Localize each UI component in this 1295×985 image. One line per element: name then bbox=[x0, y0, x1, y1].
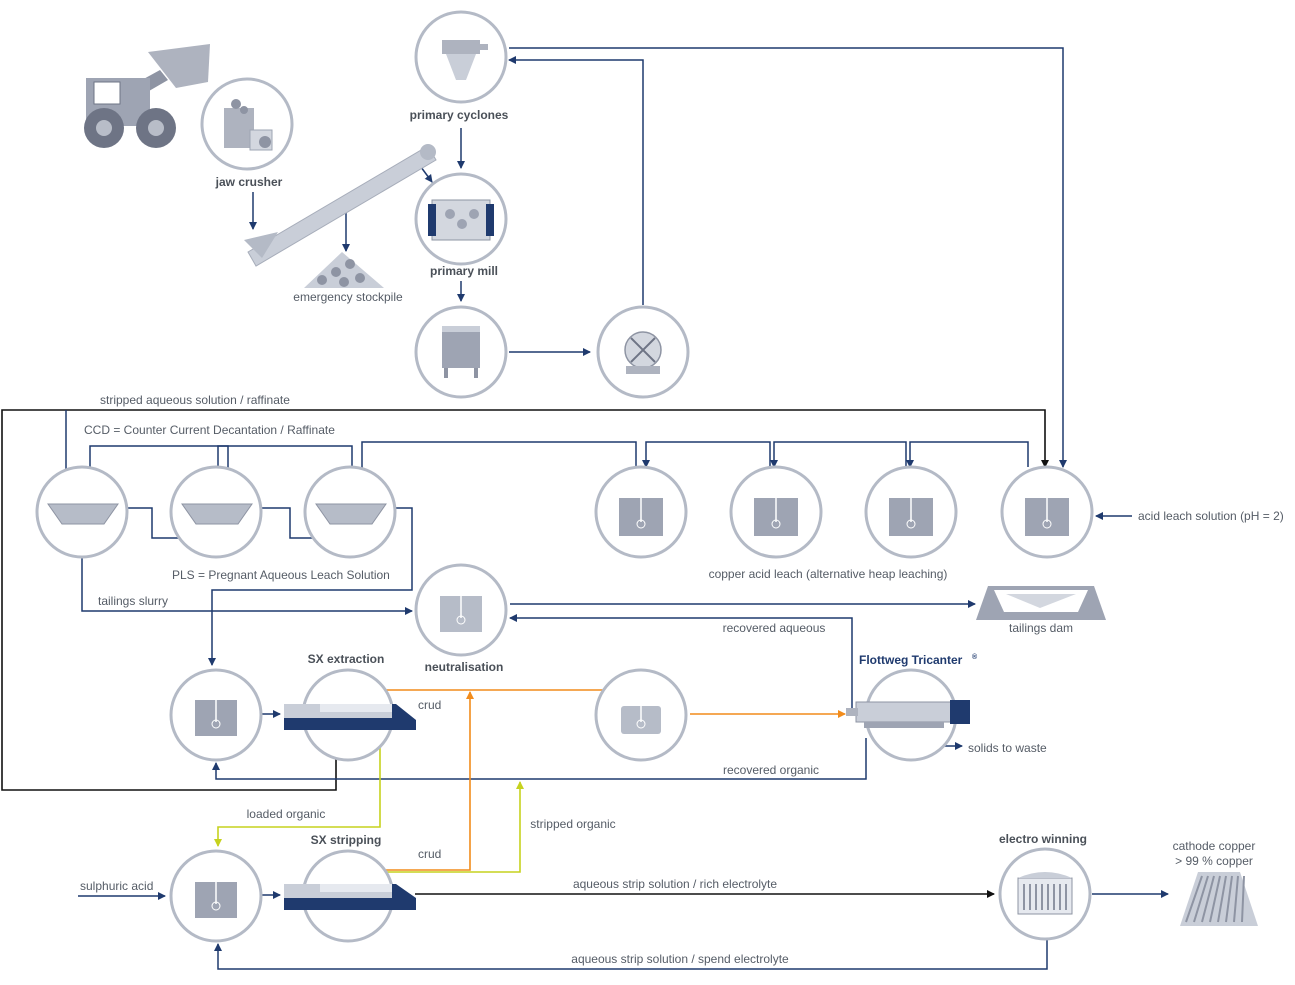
flow-pump-to-cyclone bbox=[508, 56, 644, 305]
flow-pls-to-sx-feed bbox=[208, 507, 413, 666]
agitated-tank-icon bbox=[195, 692, 237, 736]
registered-mark: ® bbox=[972, 653, 978, 661]
pump-node bbox=[596, 305, 690, 399]
wheel-loader-icon bbox=[84, 44, 210, 148]
decanter-centrifuge-icon bbox=[846, 700, 970, 728]
flow-raffinate-loop bbox=[1, 409, 1049, 791]
flow-leach-2-to-1 bbox=[642, 441, 771, 468]
thickener-tank-icon bbox=[47, 503, 119, 525]
copper-acid-leach-label: copper acid leach (alternative heap leac… bbox=[709, 567, 948, 581]
primary-cyclones-label: primary cyclones bbox=[410, 108, 509, 122]
emergency-stockpile-label: emergency stockpile bbox=[293, 290, 403, 304]
flow-recovered-aqueous bbox=[509, 614, 853, 708]
leach-tank-4 bbox=[1000, 465, 1094, 559]
flow-loaded-organic bbox=[214, 714, 381, 847]
sx-stripping-label: SX stripping bbox=[311, 833, 382, 847]
leach-tank-3 bbox=[864, 465, 958, 559]
tricanter-node bbox=[846, 668, 970, 762]
leach-tank-1 bbox=[594, 465, 688, 559]
agitated-tank-icon bbox=[195, 874, 237, 918]
acid-leach-solution-label: acid leach solution (pH = 2) bbox=[1138, 509, 1284, 523]
sump-tank-icon bbox=[442, 326, 480, 378]
ccd-thickener-1 bbox=[35, 465, 129, 559]
neutralisation-label: neutralisation bbox=[425, 660, 504, 674]
conveyor-belt-icon bbox=[244, 144, 437, 267]
sx-stripping-feed-tank bbox=[169, 849, 263, 943]
agitated-tank-icon bbox=[889, 490, 933, 536]
flow-leach-3-to-2 bbox=[770, 441, 907, 468]
flottweg-tricanter-label: Flottweg Tricanter bbox=[859, 653, 963, 667]
stockpile-icon bbox=[304, 252, 384, 288]
sulphuric-acid-label: sulphuric acid bbox=[80, 879, 153, 893]
tailings-dam-icon bbox=[976, 586, 1106, 620]
neutralisation-node bbox=[414, 563, 508, 657]
sx-extraction-node bbox=[284, 668, 416, 762]
electrowinning-cell-icon bbox=[1017, 872, 1073, 915]
electro-winning-node bbox=[998, 847, 1092, 941]
agitated-tank-icon bbox=[440, 588, 482, 632]
thickener-tank-icon bbox=[181, 503, 253, 525]
cathode-plates-icon bbox=[1180, 872, 1258, 926]
primary-mill-node bbox=[414, 172, 508, 266]
ball-mill-icon bbox=[428, 199, 494, 241]
pump-icon bbox=[624, 331, 662, 374]
flow-spend-electrolyte bbox=[214, 940, 1048, 970]
leach-tank-2 bbox=[729, 465, 823, 559]
sump-node bbox=[414, 305, 508, 399]
recovered-organic-label: recovered organic bbox=[723, 763, 819, 777]
primary-cyclones-node bbox=[414, 10, 508, 104]
mixer-settler-icon bbox=[284, 884, 416, 910]
tailings-dam-label: tailings dam bbox=[1009, 621, 1073, 635]
flow-recovered-organic bbox=[212, 738, 867, 780]
stripped-organic-label: stripped organic bbox=[530, 817, 615, 831]
ccd-label: CCD = Counter Current Decantation / Raff… bbox=[84, 423, 335, 437]
sx-extraction-feed-tank bbox=[169, 668, 263, 762]
thickener-tank-icon bbox=[315, 503, 387, 525]
cathode-copper-label: cathode copper bbox=[1173, 839, 1256, 853]
jaw-crusher-node bbox=[200, 77, 294, 171]
sx-extraction-label: SX extraction bbox=[308, 652, 385, 666]
pls-label: PLS = Pregnant Aqueous Leach Solution bbox=[172, 568, 390, 582]
cyclone-icon bbox=[442, 40, 488, 80]
agitated-tank-icon bbox=[754, 490, 798, 536]
jaw-crusher-icon bbox=[224, 99, 273, 151]
spend-electrolyte-label: aqueous strip solution / spend electroly… bbox=[571, 952, 789, 966]
primary-mill-label: primary mill bbox=[430, 264, 498, 278]
stripped-aqueous-label: stripped aqueous solution / raffinate bbox=[100, 393, 290, 407]
agitated-tank-icon bbox=[619, 490, 663, 536]
flow-leach-4-to-3 bbox=[906, 441, 1029, 468]
crud-stripping-label: crud bbox=[418, 847, 441, 861]
loaded-organic-label: loaded organic bbox=[247, 807, 326, 821]
ccd-thickener-3 bbox=[303, 465, 397, 559]
mixer-settler-icon bbox=[284, 704, 416, 730]
flow-stripped-organic bbox=[386, 781, 524, 873]
rich-electrolyte-label: aqueous strip solution / rich electrolyt… bbox=[573, 877, 777, 891]
jaw-crusher-label: jaw crusher bbox=[215, 175, 283, 189]
recovered-aqueous-label: recovered aqueous bbox=[723, 621, 826, 635]
solids-to-waste-label: solids to waste bbox=[968, 741, 1047, 755]
cathode-copper-purity-label: > 99 % copper bbox=[1175, 854, 1253, 868]
flow-cyclone-to-leach bbox=[509, 47, 1067, 468]
agitated-tank-icon bbox=[621, 698, 661, 734]
crud-tank-node bbox=[594, 668, 688, 762]
sx-stripping-node bbox=[284, 849, 416, 943]
agitated-tank-icon bbox=[1025, 490, 1069, 536]
crud-extraction-label: crud bbox=[418, 698, 441, 712]
electro-winning-label: electro winning bbox=[999, 832, 1087, 846]
tailings-slurry-label: tailings slurry bbox=[98, 594, 168, 608]
flow-leach-1-to-ccd3 bbox=[358, 441, 637, 498]
ccd-thickener-2 bbox=[169, 465, 263, 559]
